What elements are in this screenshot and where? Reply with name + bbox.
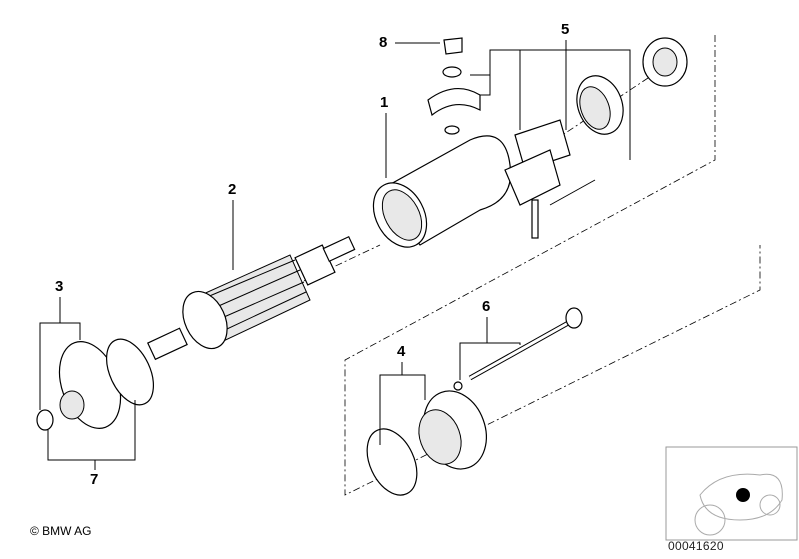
copyright-text: © BMW AG: [30, 524, 92, 538]
callout-6[interactable]: 6: [482, 298, 491, 315]
callout-7[interactable]: 7: [90, 471, 99, 488]
callout-1[interactable]: 1: [380, 94, 389, 111]
brush-holder-part[interactable]: [504, 37, 688, 239]
callout-4[interactable]: 4: [397, 343, 406, 360]
through-bolt-part[interactable]: [468, 307, 583, 381]
nut-part[interactable]: [427, 37, 481, 135]
location-marker: [736, 488, 750, 502]
reference-number: 00041620: [668, 539, 724, 553]
callout-3[interactable]: 3: [55, 278, 64, 295]
end-cover-part[interactable]: [36, 333, 132, 437]
housing-part[interactable]: [363, 135, 512, 256]
location-thumbnail: [665, 446, 798, 541]
o-ring-part[interactable]: [97, 332, 163, 412]
drive-end-bracket-part[interactable]: [357, 381, 497, 503]
callout-5[interactable]: 5: [561, 21, 570, 38]
armature-part[interactable]: [146, 235, 356, 361]
callout-8[interactable]: 8: [379, 34, 388, 51]
callout-2[interactable]: 2: [228, 181, 237, 198]
assembly-outline: [344, 35, 761, 496]
